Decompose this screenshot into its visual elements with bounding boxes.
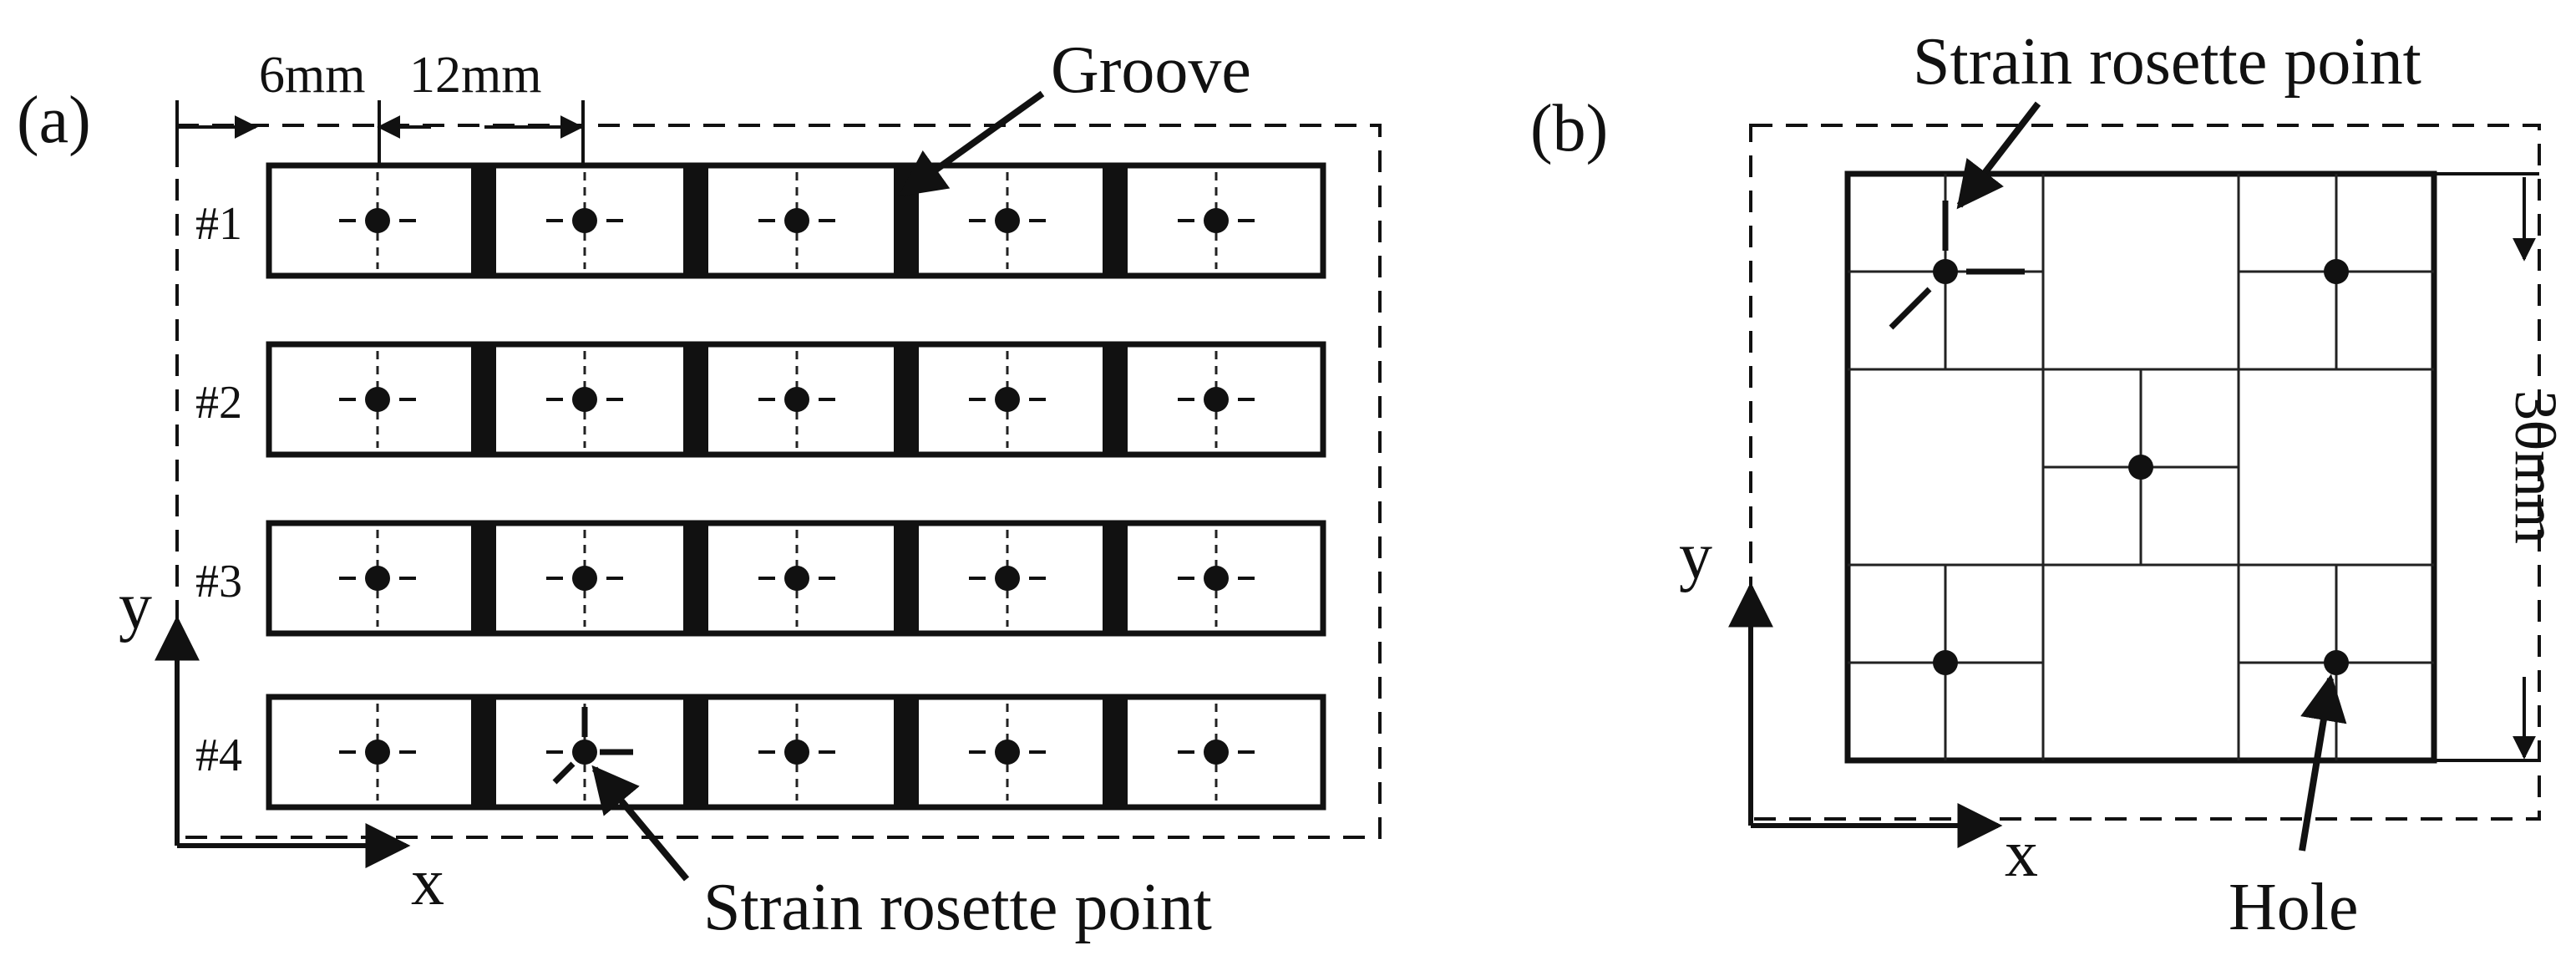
hole-point bbox=[572, 566, 597, 591]
panel-a-label: (a) bbox=[17, 84, 91, 157]
groove bbox=[1103, 344, 1128, 455]
strip-outline bbox=[266, 694, 1326, 811]
panel-b-dashed-boundary bbox=[1749, 124, 2541, 821]
row-label: #4 bbox=[195, 730, 242, 781]
hole-points bbox=[1933, 259, 2349, 675]
hole-point-bottom-right bbox=[2324, 650, 2349, 675]
x-axis-label-a: x bbox=[411, 846, 444, 919]
y-axis-label-a: y bbox=[119, 570, 152, 643]
groove bbox=[894, 523, 919, 633]
panel-a: (a) 6mm 12mm #1 #2 #3 #4 Groove Strain rose… bbox=[17, 33, 1382, 944]
hole-point-bottom-left bbox=[1933, 650, 1958, 675]
rosette-callout-label-a: Strain rosette point bbox=[703, 871, 1212, 944]
dimension-6mm: 6mm bbox=[259, 47, 365, 104]
strip-row: #2 bbox=[195, 341, 1326, 458]
hole-point bbox=[1204, 566, 1229, 591]
hole-point bbox=[1204, 387, 1229, 412]
panel-b-label: (b) bbox=[1530, 92, 1608, 165]
groove bbox=[894, 697, 919, 807]
hole-point bbox=[784, 387, 809, 412]
hole-point bbox=[995, 740, 1020, 765]
hole-point bbox=[995, 208, 1020, 233]
rosette-callout-label-b: Strain rosette point bbox=[1913, 25, 2421, 99]
groove bbox=[471, 523, 496, 633]
groove bbox=[683, 697, 708, 807]
groove bbox=[1103, 697, 1128, 807]
panel-a-dashed-boundary bbox=[175, 124, 1382, 839]
hole-point bbox=[572, 740, 597, 765]
dimension-30mm-lines bbox=[2434, 172, 2539, 762]
groove-callout-arrow bbox=[898, 90, 1045, 197]
rosette-callout-arrow-a bbox=[591, 765, 690, 882]
rosette-arm bbox=[552, 761, 576, 785]
hole-point-top-left bbox=[1933, 259, 1958, 284]
groove bbox=[471, 165, 496, 276]
panel-b: (b) bbox=[1530, 25, 2569, 944]
y-axis-label-b: y bbox=[1679, 520, 1712, 593]
strip-outline bbox=[266, 520, 1326, 637]
hole-point bbox=[365, 208, 390, 233]
hole-point bbox=[572, 208, 597, 233]
row-label: #1 bbox=[195, 198, 242, 250]
hole-point bbox=[784, 566, 809, 591]
strip-row: #3 bbox=[195, 520, 1326, 637]
x-axis-label-b: x bbox=[2005, 817, 2038, 891]
groove bbox=[683, 523, 708, 633]
groove bbox=[471, 344, 496, 455]
hole-point bbox=[995, 387, 1020, 412]
hole-callout-label: Hole bbox=[2229, 871, 2359, 944]
hole-point-top-right bbox=[2324, 259, 2349, 284]
groove bbox=[1103, 523, 1128, 633]
plate-outline bbox=[1844, 170, 2437, 764]
hole-point bbox=[365, 566, 390, 591]
strip-rows: #1 #2 #3 #4 bbox=[195, 162, 1326, 811]
groove bbox=[894, 344, 919, 455]
hole-point-center bbox=[2128, 455, 2153, 480]
hole-callout-arrow bbox=[2299, 674, 2347, 852]
strip-row: #1 bbox=[195, 162, 1326, 279]
strip-outline bbox=[266, 341, 1326, 458]
strip-outline bbox=[266, 162, 1326, 279]
hole-point bbox=[572, 387, 597, 412]
groove-callout-label: Groove bbox=[1051, 33, 1251, 107]
groove bbox=[471, 697, 496, 807]
hole-point bbox=[784, 740, 809, 765]
hole-point bbox=[1204, 208, 1229, 233]
row-label: #3 bbox=[195, 556, 242, 608]
groove bbox=[683, 344, 708, 455]
dimension-marks bbox=[175, 100, 585, 167]
strip-row: #4 bbox=[195, 694, 1326, 811]
groove bbox=[683, 165, 708, 276]
dimension-30mm-label: 30mm bbox=[2502, 390, 2569, 544]
groove bbox=[1103, 165, 1128, 276]
hole-point bbox=[995, 566, 1020, 591]
rosette-callout-arrow-b bbox=[1956, 101, 2041, 210]
hole-point bbox=[784, 208, 809, 233]
hole-point bbox=[1204, 740, 1229, 765]
rosette-gauge-arms bbox=[1889, 201, 2025, 330]
hole-point bbox=[365, 740, 390, 765]
hole-point bbox=[365, 387, 390, 412]
dimension-12mm: 12mm bbox=[409, 47, 541, 104]
row-label: #2 bbox=[195, 377, 242, 429]
